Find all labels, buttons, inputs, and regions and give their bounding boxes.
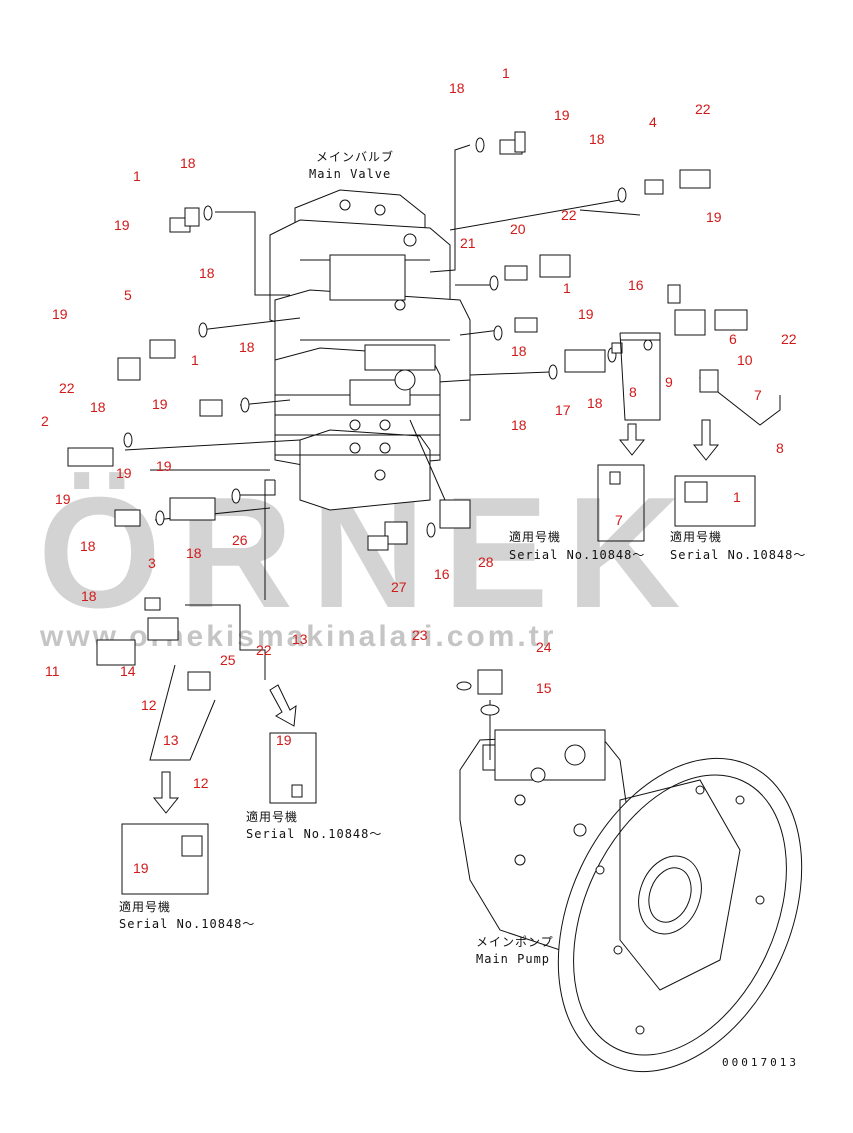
part-callout: 15 <box>536 680 552 696</box>
applicable-note-3-serial: Serial No.10848～ <box>246 827 383 841</box>
part-callout: 18 <box>589 131 605 147</box>
part-callout: 22 <box>781 331 797 347</box>
part-callout: 11 <box>45 663 60 679</box>
part-callout: 18 <box>80 538 96 554</box>
applicable-note-1-serial: Serial No.10848～ <box>509 548 646 562</box>
part-callout: 7 <box>754 387 762 403</box>
part-callout: 17 <box>555 402 571 418</box>
part-callout: 19 <box>554 107 570 123</box>
part-callout: 8 <box>776 440 784 456</box>
applicable-note-2-jp: 適用号機 <box>670 530 723 544</box>
part-callout: 18 <box>239 339 255 355</box>
part-callout: 5 <box>124 287 132 303</box>
part-callout: 24 <box>536 639 552 655</box>
main-valve-drawing <box>269 189 471 511</box>
part-callout: 23 <box>412 627 428 643</box>
main-valve-label-jp: メインバルブ <box>316 150 395 164</box>
main-pump-label-jp: メインポンプ <box>476 935 554 949</box>
part-callout: 19 <box>156 458 172 474</box>
main-pump-drawing <box>459 729 803 1073</box>
part-callout: 22 <box>561 207 577 223</box>
part-callout: 19 <box>55 491 71 507</box>
part-callout: 12 <box>141 697 157 713</box>
part-callout: 10 <box>737 352 753 368</box>
part-callout: 27 <box>391 579 407 595</box>
document-number: 00017013 <box>722 1056 799 1069</box>
part-callout: 12 <box>193 775 209 791</box>
part-callout: 7 <box>615 512 623 528</box>
part-callout: 19 <box>578 306 594 322</box>
part-callout: 21 <box>460 235 476 251</box>
part-callout: 20 <box>510 221 526 237</box>
part-callout: 8 <box>629 384 637 400</box>
part-callout: 18 <box>186 545 202 561</box>
part-callout: 6 <box>729 331 737 347</box>
part-callout: 1 <box>502 65 510 81</box>
part-callout: 13 <box>163 732 179 748</box>
part-callout: 18 <box>511 417 527 433</box>
part-callout: 18 <box>199 265 215 281</box>
part-callout: 19 <box>152 396 168 412</box>
part-callout: 2 <box>41 413 49 429</box>
applicable-note-4-jp: 適用号機 <box>119 900 172 914</box>
applicable-note-3-jp: 適用号機 <box>246 810 299 824</box>
part-callout: 1 <box>133 168 141 184</box>
applicable-note-4-serial: Serial No.10848～ <box>119 917 256 931</box>
part-callout: 22 <box>695 101 711 117</box>
part-callout: 14 <box>120 663 136 679</box>
part-callout: 1 <box>733 489 741 505</box>
part-callout: 18 <box>81 588 97 604</box>
part-callout: 22 <box>59 380 75 396</box>
part-callout: 16 <box>434 566 450 582</box>
part-callout: 9 <box>665 374 673 390</box>
part-callout: 19 <box>276 732 292 748</box>
fittings <box>67 131 748 716</box>
part-callout: 19 <box>114 217 130 233</box>
applicable-note-2-serial: Serial No.10848～ <box>670 548 807 562</box>
part-callout: 3 <box>148 555 156 571</box>
part-callout: 25 <box>220 652 236 668</box>
part-callout: 19 <box>706 209 722 225</box>
part-callout: 4 <box>649 114 657 130</box>
part-callout: 18 <box>511 343 527 359</box>
applicable-note-1-jp: 適用号機 <box>509 530 562 544</box>
part-callout: 19 <box>52 306 68 322</box>
part-callout: 1 <box>563 280 571 296</box>
part-callout: 16 <box>628 277 644 293</box>
part-callout: 19 <box>133 860 149 876</box>
part-callout: 18 <box>90 399 106 415</box>
part-callout: 18 <box>587 395 603 411</box>
inset-boxes <box>121 332 756 895</box>
part-callout: 26 <box>232 532 248 548</box>
part-callout: 18 <box>449 80 465 96</box>
part-callout: 13 <box>292 631 308 647</box>
main-valve-label-en: Main Valve <box>309 167 392 181</box>
part-callout: 19 <box>116 465 132 481</box>
part-callout: 22 <box>256 642 272 658</box>
main-pump-label-en: Main Pump <box>476 952 551 966</box>
part-callout: 1 <box>191 352 199 368</box>
part-callout: 18 <box>180 155 196 171</box>
part-callout: 28 <box>478 554 494 570</box>
